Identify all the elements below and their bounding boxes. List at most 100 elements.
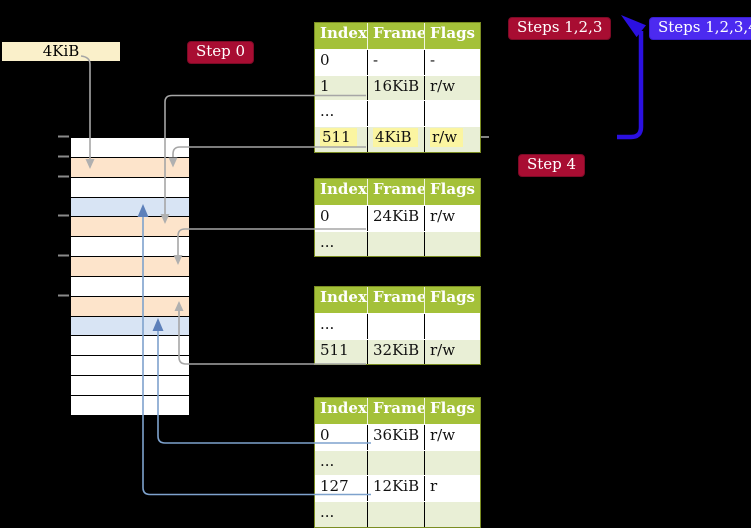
table-cell <box>424 231 480 257</box>
cell-text: ... <box>320 315 335 333</box>
header-cell: Index <box>320 24 367 42</box>
table-cell: 0 <box>315 206 367 231</box>
table-cell: - <box>367 50 424 75</box>
header-cell: Flags <box>424 398 480 424</box>
table-cell <box>424 101 480 127</box>
table-cell: 4KiB <box>367 127 424 152</box>
cell-text: r/w <box>430 426 456 444</box>
header-cell: Frame <box>367 287 424 313</box>
memory-row-0 <box>71 138 189 158</box>
table-cell: - <box>424 50 480 75</box>
table-cell: r/w <box>424 127 480 152</box>
memory-row-4 <box>71 217 189 238</box>
table-cell <box>367 502 424 527</box>
step-4-badge: Step 4 <box>518 154 586 177</box>
table-cell <box>424 502 480 527</box>
table-cell: r/w <box>424 425 480 450</box>
memory-row-9 <box>71 316 189 337</box>
table-cell: 36KiB <box>367 425 424 450</box>
cell-text: 32KiB <box>373 340 420 359</box>
page-table-1-row-3: 511 4KiB r/w <box>315 126 480 152</box>
table-cell: 0 <box>315 50 367 75</box>
cell-text: 0 <box>320 426 330 444</box>
table-cell: 511 <box>315 127 367 152</box>
cell-text: ... <box>320 232 335 251</box>
page-table-1-row-0: 0 - - <box>315 49 480 75</box>
cell-text: ... <box>320 451 335 470</box>
table-cell: ... <box>315 314 367 339</box>
page-table-4-row-3: ... <box>315 501 480 527</box>
memory-row-13 <box>71 395 189 415</box>
header-cell: Flags <box>424 179 480 205</box>
memory-row-11 <box>71 356 189 377</box>
cell-text: r/w <box>430 76 456 95</box>
table-cell: 24KiB <box>367 206 424 231</box>
memory-column <box>70 137 190 416</box>
header-cell: Index <box>320 399 367 417</box>
page-table-3-row-0: ... <box>315 313 480 339</box>
cell-text: 511 <box>320 128 357 148</box>
memory-row-8 <box>71 296 189 317</box>
table-cell <box>367 231 424 257</box>
page-table-4-row-2: 127 12KiB r <box>315 475 480 502</box>
table-cell: r/w <box>424 75 480 101</box>
memory-row-2 <box>71 177 189 198</box>
cell-text: 1 <box>320 76 330 95</box>
table-cell: r/w <box>424 206 480 231</box>
header-cell: Frame <box>367 398 424 424</box>
table-cell <box>424 450 480 476</box>
steps-1-2-3-badge: Steps 1,2,3 <box>508 17 612 40</box>
table-cell: r/w <box>424 339 480 365</box>
memory-row-5 <box>71 237 189 258</box>
table-cell <box>367 101 424 127</box>
page-table-1-row-1: 1 16KiB r/w <box>315 74 480 101</box>
table-cell <box>367 314 424 339</box>
cell-text: 0 <box>320 207 330 225</box>
page-table-3-row-1: 511 32KiB r/w <box>315 338 480 365</box>
memory-row-7 <box>71 276 189 297</box>
header-cell: Index <box>320 180 367 198</box>
table-cell: r <box>424 476 480 502</box>
cell-text: - <box>430 51 436 69</box>
page-table-4-row-0: 0 36KiB r/w <box>315 424 480 450</box>
page-table-1-row-2: ... <box>315 100 480 127</box>
cell-text: - <box>373 51 379 69</box>
memory-tick-marks <box>58 135 69 297</box>
table-cell: 511 <box>315 340 367 365</box>
cell-text: 12KiB <box>373 477 420 496</box>
table-cell <box>367 450 424 476</box>
page-table-4-row-1: ... <box>315 449 480 476</box>
cell-text: 4KiB <box>373 128 418 148</box>
memory-row-10 <box>71 336 189 357</box>
header-cell: Flags <box>424 23 480 49</box>
table-cell: 16KiB <box>367 75 424 101</box>
cell-text: 0 <box>320 51 330 69</box>
memory-row-1 <box>71 157 189 178</box>
frame-size-label: 4KiB <box>2 42 120 61</box>
cell-text: r/w <box>430 340 456 359</box>
cell-text: r/w <box>430 128 464 148</box>
table-cell <box>424 314 480 339</box>
table-cell: ... <box>315 502 367 527</box>
header-cell: Frame <box>367 23 424 49</box>
step-0-badge: Step 0 <box>187 41 255 64</box>
steps-1-2-3-4-badge: Steps 1,2,3,4 <box>649 17 751 40</box>
table-cell: 12KiB <box>367 476 424 502</box>
cell-text: 16KiB <box>373 76 420 95</box>
table-cell: ... <box>315 451 367 476</box>
cell-text: 127 <box>320 477 349 496</box>
cell-text: r <box>430 477 438 496</box>
table-cell: 0 <box>315 425 367 450</box>
table-cell: 32KiB <box>367 339 424 365</box>
memory-row-3 <box>71 197 189 218</box>
memory-row-12 <box>71 376 189 396</box>
